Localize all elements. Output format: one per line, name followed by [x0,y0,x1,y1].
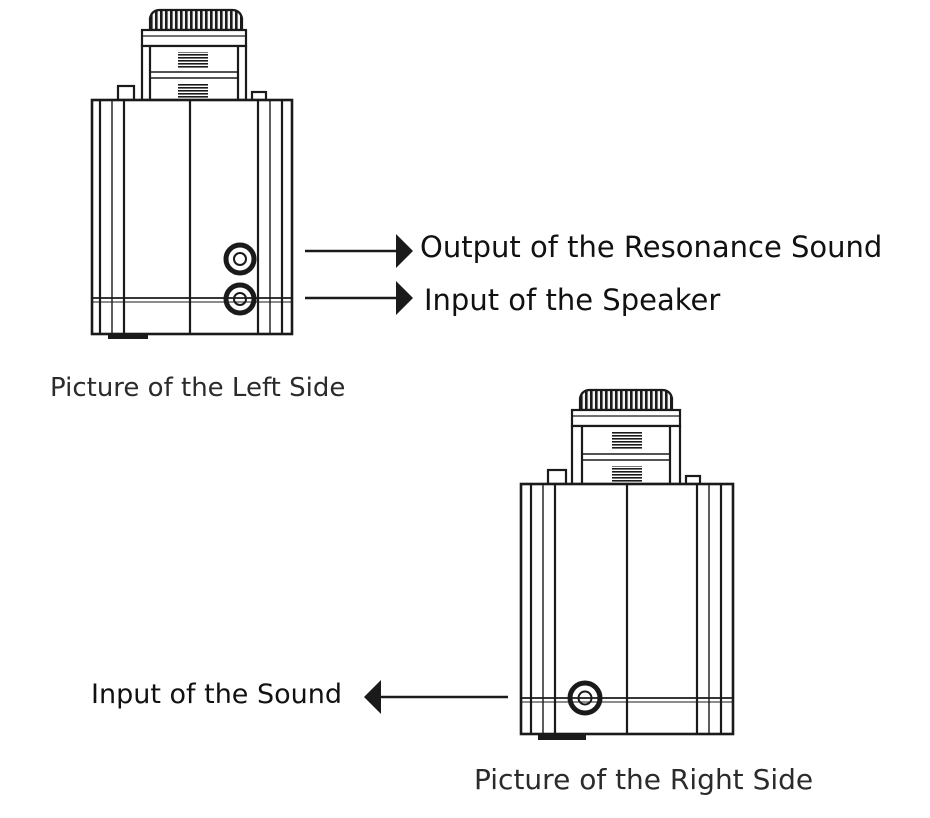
input-speaker-label: Input of the Speaker [424,283,721,317]
right-side-caption: Picture of the Right Side [474,763,814,796]
input-speaker-arrow [305,281,413,315]
right-knob [570,388,682,428]
left-body [90,98,294,339]
left-side-caption: Picture of the Left Side [50,373,346,403]
right-screw-neck [570,424,682,486]
output-resonance-arrow [305,234,413,268]
sound-input-jack [567,680,603,716]
output-resonance-label: Output of the Resonance Sound [420,230,883,264]
left-knob [140,8,248,48]
right-side-device [519,388,735,740]
speaker-input-jack [223,282,257,316]
left-side-device [90,8,294,339]
input-sound-label: Input of the Sound [91,679,343,710]
input-sound-arrow [364,680,508,714]
left-screw-neck [140,44,248,102]
resonance-output-jack [223,242,257,276]
right-body [519,482,735,740]
